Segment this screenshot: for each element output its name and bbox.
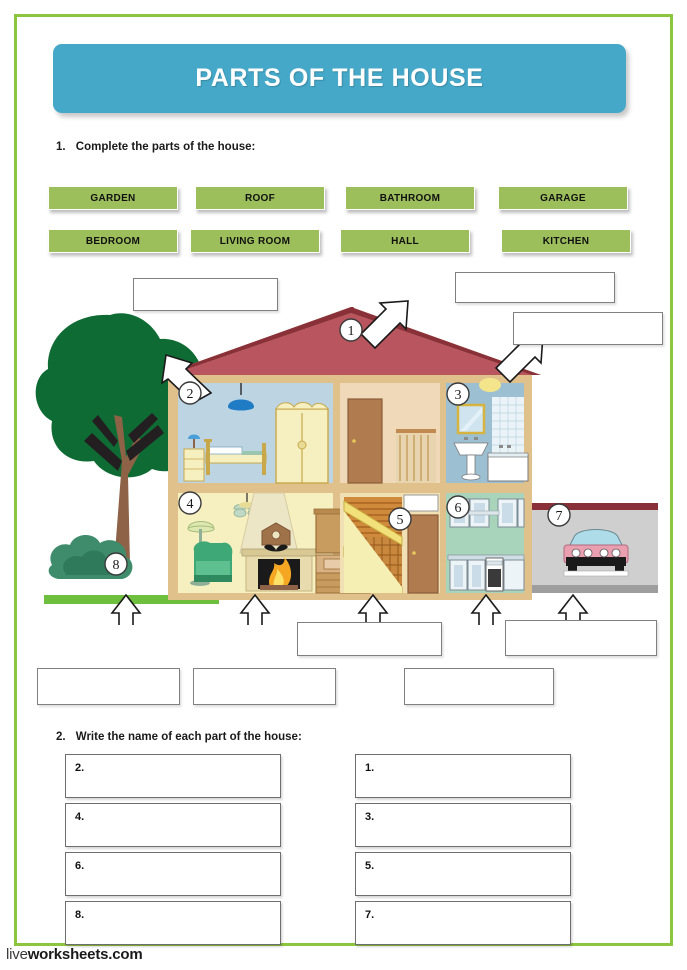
answer-box-living-room[interactable] xyxy=(193,668,336,705)
answer-box-bathroom[interactable] xyxy=(513,312,663,345)
word-chip-garden[interactable]: GARDEN xyxy=(48,186,178,210)
exercise2-answer-label: 8. xyxy=(75,909,85,921)
exercise2-answer-2[interactable]: 2. xyxy=(65,754,281,798)
marker-1: 1 xyxy=(339,318,363,342)
exercise2-answer-label: 3. xyxy=(365,811,375,823)
exercise2-answer-1[interactable]: 1. xyxy=(355,754,571,798)
car xyxy=(563,529,629,577)
marker-5: 5 xyxy=(388,507,412,531)
house-illustration: 1 2 3 4 5 6 7 8 xyxy=(18,265,673,670)
word-chip-kitchen[interactable]: KITCHEN xyxy=(501,229,631,253)
exercise2-answer-label: 5. xyxy=(365,860,375,872)
answer-box-roof-top-left[interactable] xyxy=(133,278,278,311)
word-chip-bathroom[interactable]: BATHROOM xyxy=(345,186,475,210)
svg-text:8: 8 xyxy=(113,558,120,573)
word-chip-hall[interactable]: HALL xyxy=(340,229,470,253)
exercise2-answer-3[interactable]: 3. xyxy=(355,803,571,847)
word-chip-bedroom[interactable]: BEDROOM xyxy=(48,229,178,253)
svg-text:3: 3 xyxy=(455,388,462,403)
marker-3: 3 xyxy=(446,382,470,406)
house-diagram-svg: 1 2 3 4 5 6 7 8 xyxy=(35,300,658,670)
svg-text:4: 4 xyxy=(187,497,194,512)
exercise2-answer-5[interactable]: 5. xyxy=(355,852,571,896)
liveworksheets-watermark: liveworksheets.com xyxy=(6,946,143,963)
exercise2-answer-label: 4. xyxy=(75,811,85,823)
word-chip-roof[interactable]: ROOF xyxy=(195,186,325,210)
answer-box-hall[interactable] xyxy=(404,668,554,705)
exercise2-answer-6[interactable]: 6. xyxy=(65,852,281,896)
exercise1-number: 1. xyxy=(56,141,66,153)
exercise2-instruction: 2. Write the name of each part of the ho… xyxy=(56,731,302,743)
exercise2-answer-label: 7. xyxy=(365,909,375,921)
watermark-light: live xyxy=(6,946,28,963)
watermark-bold: worksheets.com xyxy=(27,946,143,963)
roof-surface xyxy=(170,313,532,375)
page-title: PARTS OF THE HOUSE xyxy=(195,64,484,92)
svg-text:6: 6 xyxy=(455,501,462,516)
exercise2-answer-8[interactable]: 8. xyxy=(65,901,281,945)
svg-text:5: 5 xyxy=(397,513,404,528)
exercise2-answer-label: 1. xyxy=(365,762,375,774)
exercise2-answer-label: 6. xyxy=(75,860,85,872)
marker-4: 4 xyxy=(178,491,202,515)
marker-7: 7 xyxy=(547,503,571,527)
svg-text:7: 7 xyxy=(556,509,563,524)
word-chip-garage[interactable]: GARAGE xyxy=(498,186,628,210)
answer-box-garden[interactable] xyxy=(37,668,180,705)
exercise2-answer-7[interactable]: 7. xyxy=(355,901,571,945)
answer-box-roof-top-right[interactable] xyxy=(455,272,615,303)
marker-2: 2 xyxy=(178,381,202,405)
exercise2-answer-label: 2. xyxy=(75,762,85,774)
title-banner: PARTS OF THE HOUSE xyxy=(53,44,626,113)
answer-box-kitchen[interactable] xyxy=(297,622,442,656)
grass-strip xyxy=(44,595,219,604)
exercise1-instruction: 1. Complete the parts of the house: xyxy=(56,141,255,153)
exercise2-number: 2. xyxy=(56,731,66,743)
marker-6: 6 xyxy=(446,495,470,519)
exercise2-instruction-text: Write the name of each part of the house… xyxy=(75,731,302,743)
svg-text:2: 2 xyxy=(187,387,194,402)
marker-8: 8 xyxy=(104,552,128,576)
exercise2-answer-4[interactable]: 4. xyxy=(65,803,281,847)
exercise1-instruction-text: Complete the parts of the house: xyxy=(75,141,256,153)
svg-text:1: 1 xyxy=(348,324,355,339)
answer-box-garage[interactable] xyxy=(505,620,657,656)
word-chip-living-room[interactable]: LIVING ROOM xyxy=(190,229,320,253)
hall-door-upper xyxy=(347,398,383,484)
hall-door-lower xyxy=(407,514,439,594)
number-markers: 1 2 3 4 5 6 7 8 xyxy=(104,318,571,576)
